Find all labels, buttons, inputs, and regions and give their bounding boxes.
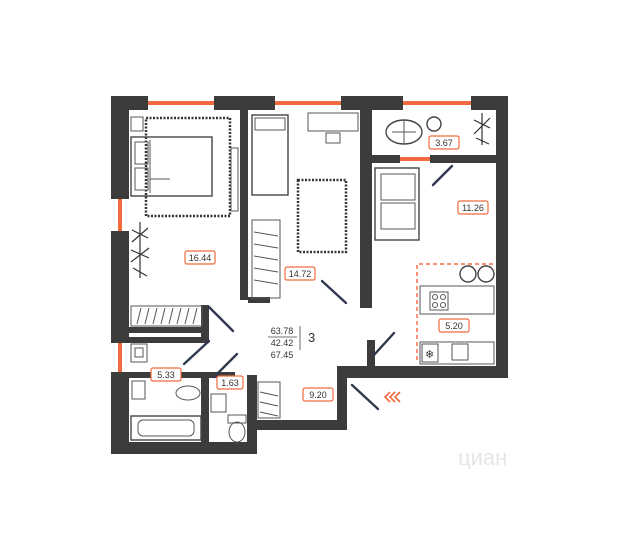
wardrobe-icon xyxy=(130,305,203,327)
washbasin-icon xyxy=(131,380,146,400)
watermark-logo: циан xyxy=(458,445,507,470)
bedroom-rug-icon xyxy=(144,116,232,218)
svg-text:16.44: 16.44 xyxy=(189,253,212,263)
desk-icon xyxy=(307,112,359,132)
svg-text:14.72: 14.72 xyxy=(289,269,312,279)
kitchen-counter xyxy=(419,285,495,315)
rooms-count: 3 xyxy=(308,330,315,345)
chair-icon xyxy=(325,132,341,144)
rug-icon xyxy=(296,178,348,254)
armchair-icon xyxy=(385,119,423,145)
wardrobe-vertical-icon xyxy=(251,219,281,299)
area-tag-bedroom-1: 16.44 xyxy=(184,250,216,265)
svg-text:5.20: 5.20 xyxy=(445,321,463,331)
area-tag-living: 11.26 xyxy=(457,200,489,215)
kitchen-sink-icon xyxy=(451,343,469,361)
toilet-washbasin-icon xyxy=(210,393,227,413)
washing-machine-icon xyxy=(130,343,148,363)
area-tag-toilet: 1.63 xyxy=(216,375,244,390)
wardrobe-small-icon xyxy=(230,147,239,212)
living-area: 42.42 xyxy=(271,338,294,348)
area-tag-bathroom: 5.33 xyxy=(150,367,182,382)
area-tag-bedroom-2: 14.72 xyxy=(284,266,316,281)
bathtub-icon xyxy=(130,415,202,441)
area-with-balcony: 67.45 xyxy=(271,350,294,360)
snowflake-icon: ❄ xyxy=(425,348,434,361)
svg-text:1.63: 1.63 xyxy=(221,378,239,388)
plant-icon xyxy=(130,222,150,278)
single-bed-icon xyxy=(251,114,289,196)
stove-icon xyxy=(429,291,449,311)
fridge-icon xyxy=(421,343,439,363)
washbasin-bowl-icon xyxy=(175,385,201,401)
round-table-icon xyxy=(426,116,442,132)
svg-text:11.26: 11.26 xyxy=(462,203,484,213)
area-summary: 63.78 42.42 3 67.45 xyxy=(268,326,315,360)
windows xyxy=(118,101,471,372)
kitchen-zone xyxy=(416,263,496,360)
area-tag-balcony: 3.67 xyxy=(428,135,460,150)
total-area: 63.78 xyxy=(271,326,294,336)
sofa-icon xyxy=(374,167,420,241)
hall-wardrobe-icon xyxy=(257,381,281,419)
double-bed-icon xyxy=(130,136,213,197)
svg-text:5.33: 5.33 xyxy=(157,370,175,380)
svg-text:9.20: 9.20 xyxy=(309,390,327,400)
bar-stool-icon xyxy=(459,265,477,283)
toilet-icon xyxy=(227,414,247,443)
nightstand-icon xyxy=(130,116,144,132)
bar-stool-icon-2 xyxy=(477,265,495,283)
area-tag-hall: 9.20 xyxy=(302,387,334,402)
area-tag-kitchen: 5.20 xyxy=(438,318,470,333)
doors xyxy=(182,164,454,411)
kitchen-counter-bottom xyxy=(419,341,495,365)
entrance-arrow-icon xyxy=(383,391,401,403)
svg-text:3.67: 3.67 xyxy=(435,138,453,148)
plant-icon-balcony xyxy=(473,113,491,145)
